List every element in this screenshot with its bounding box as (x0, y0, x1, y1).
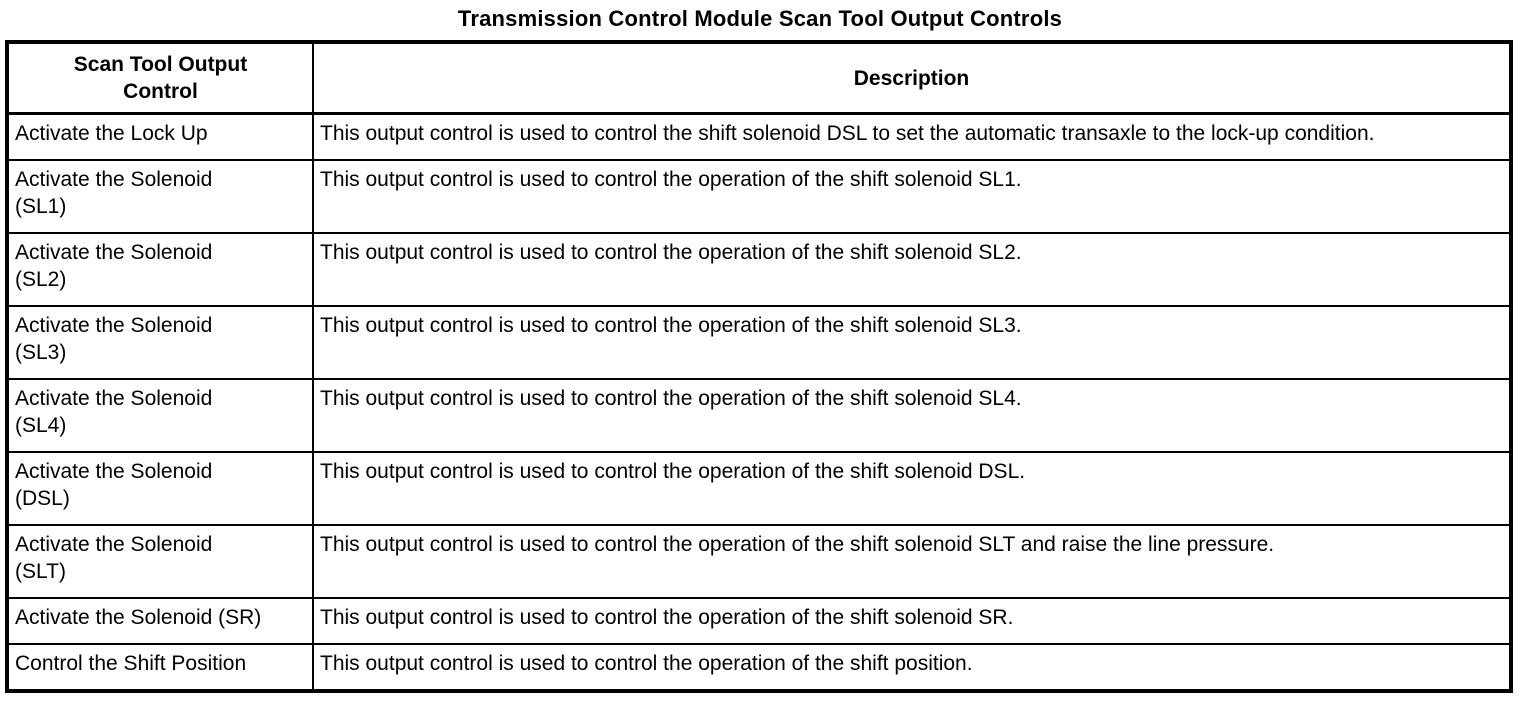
column-header-description: Description (312, 41, 1512, 115)
control-cell: Control the Shift Position (6, 643, 314, 692)
control-cell: Activate the Solenoid (SLT) (6, 524, 314, 599)
table-header-row: Scan Tool Output Control Description (6, 41, 1512, 115)
description-cell: This output control is used to control t… (312, 159, 1512, 234)
table-row: Control the Shift Position This output c… (6, 643, 1512, 692)
description-cell: This output control is used to control t… (312, 597, 1512, 645)
column-header-scan-tool-output-control: Scan Tool Output Control (6, 41, 314, 115)
table-row: Activate the Solenoid (SLT) This output … (6, 524, 1512, 599)
table-row: Activate the Solenoid (SL4) This output … (6, 378, 1512, 453)
control-cell: Activate the Solenoid (SL4) (6, 378, 314, 453)
description-cell: This output control is used to control t… (312, 378, 1512, 453)
control-cell: Activate the Solenoid (SL2) (6, 232, 314, 307)
table-row: Activate the Solenoid (SR) This output c… (6, 597, 1512, 645)
control-cell: Activate the Solenoid (SL3) (6, 305, 314, 380)
control-cell: Activate the Solenoid (DSL) (6, 451, 314, 526)
table-row: Activate the Solenoid (DSL) This output … (6, 451, 1512, 526)
table-body: Activate the Lock Up This output control… (6, 112, 1512, 692)
description-cell: This output control is used to control t… (312, 524, 1512, 599)
description-cell: This output control is used to control t… (312, 112, 1512, 161)
page-title: Transmission Control Module Scan Tool Ou… (457, 6, 1063, 31)
table-row: Activate the Lock Up This output control… (6, 112, 1512, 161)
description-cell: This output control is used to control t… (312, 451, 1512, 526)
description-cell: This output control is used to control t… (312, 305, 1512, 380)
control-cell: Activate the Lock Up (6, 112, 314, 161)
table-row: Activate the Solenoid (SL1) This output … (6, 159, 1512, 234)
scan-tool-output-controls-table: Scan Tool Output Control Description Act… (5, 40, 1513, 693)
control-cell: Activate the Solenoid (SR) (6, 597, 314, 645)
control-cell: Activate the Solenoid (SL1) (6, 159, 314, 234)
table-row: Activate the Solenoid (SL2) This output … (6, 232, 1512, 307)
description-cell: This output control is used to control t… (312, 232, 1512, 307)
description-cell: This output control is used to control t… (312, 643, 1512, 692)
table-row: Activate the Solenoid (SL3) This output … (6, 305, 1512, 380)
